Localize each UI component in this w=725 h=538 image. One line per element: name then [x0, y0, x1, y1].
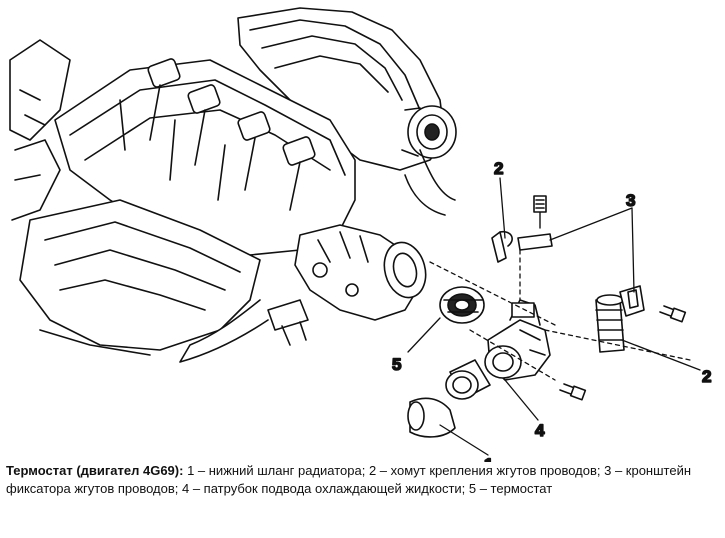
callout-2-upper: 2	[494, 159, 503, 178]
harness-clip-upper	[491, 230, 513, 263]
harness-bracket-upper	[517, 195, 553, 251]
caption-text: 1 – нижний шланг радиатора; 2 – хомут кр…	[6, 463, 692, 496]
engine-illustration	[9, 7, 457, 363]
caption-title: Термостат (двигател 4G69):	[6, 463, 184, 478]
callout-1: 1	[484, 455, 493, 462]
figure-caption: Термостат (двигател 4G69): 1 – нижний шл…	[6, 462, 720, 497]
callout-3: 3	[626, 191, 635, 210]
lower-radiator-hose	[407, 359, 491, 438]
thermostat-diagram: 1 2 2 3 4 5	[9, 7, 712, 462]
callout-2-right: 2	[702, 367, 711, 386]
harness-clip-right	[595, 294, 625, 353]
callout-4: 4	[535, 421, 545, 440]
callout-5: 5	[392, 355, 401, 374]
coolant-inlet-fitting	[484, 299, 551, 381]
mounting-bolts	[559, 305, 687, 401]
leader-lines	[407, 177, 701, 456]
thermostat-part	[439, 286, 485, 324]
harness-bracket-right	[619, 285, 645, 317]
